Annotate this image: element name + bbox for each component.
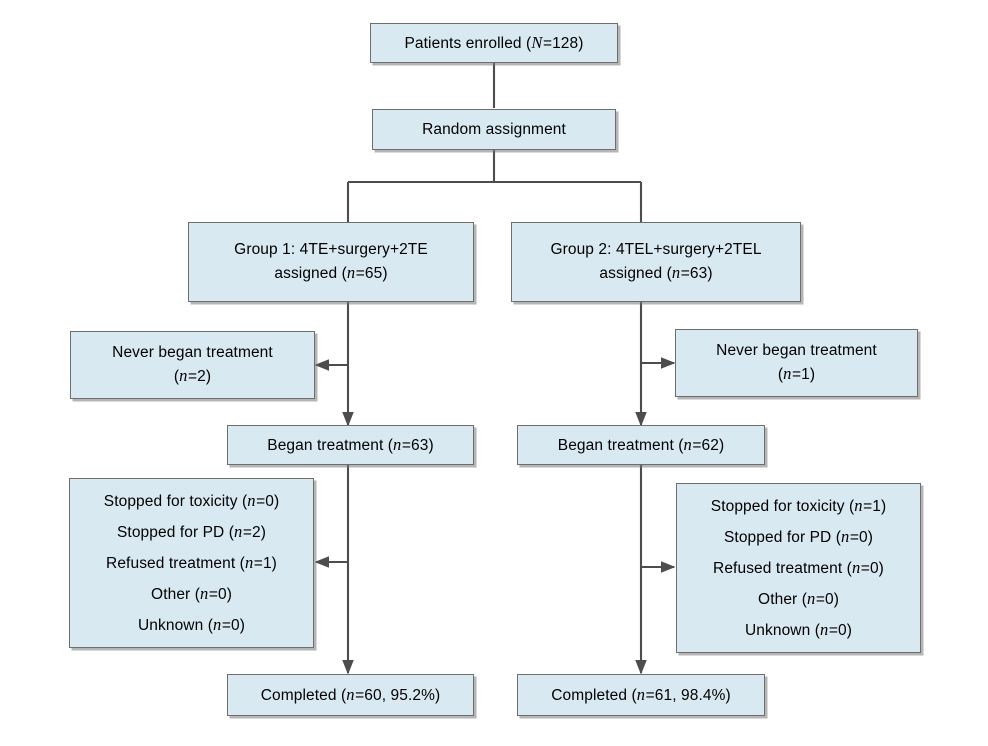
node-line: Never began treatment [716,342,877,359]
node-group1-never-began-treatment: Never began treatment (n=2) [70,331,315,399]
reason-line: Refused treatment (n=0) [713,557,884,577]
node-line: Group 1: 4TE+surgery+2TE [234,241,428,258]
node-line: Began treatment (n=63) [267,435,434,454]
node-group2-began-treatment: Began treatment (n=62) [517,425,765,465]
node-line: assigned (n=65) [274,263,388,282]
reason-line: Unknown (n=0) [745,619,852,639]
node-group2-completed: Completed (n=61, 98.4%) [517,674,765,716]
node-group1-assigned: Group 1: 4TE+surgery+2TE assigned (n=65) [188,222,474,302]
reason-line: Stopped for toxicity (n=0) [103,491,280,511]
node-line: Never began treatment [112,344,273,361]
node-line: Completed (n=60, 95.2%) [260,685,441,704]
node-line: Group 2: 4TEL+surgery+2TEL [550,241,762,258]
node-patients-enrolled: Patients enrolled (N=128) [370,23,618,63]
reason-line: Refused treatment (n=1) [106,552,277,572]
node-line: (n=1) [777,364,816,383]
reason-line: Stopped for PD (n=2) [116,522,267,542]
node-group1-began-treatment: Began treatment (n=63) [227,425,474,465]
node-group2-discontinuation-reasons: Stopped for toxicity (n=1) Stopped for P… [676,483,921,653]
node-line: Completed (n=61, 98.4%) [551,685,731,704]
reason-line: Unknown (n=0) [138,614,245,634]
node-line: Began treatment (n=62) [557,435,725,454]
reason-line: Stopped for PD (n=0) [723,527,874,547]
node-group1-completed: Completed (n=60, 95.2%) [227,674,474,716]
reason-line: Stopped for toxicity (n=1) [710,496,887,516]
node-line: Random assignment [422,120,566,138]
node-line: assigned (n=63) [599,263,713,282]
reason-line: Other (n=0) [151,583,232,603]
node-line: (n=2) [173,366,212,385]
node-random-assignment: Random assignment [372,109,616,150]
node-line: Patients enrolled (N=128) [404,33,584,52]
node-group1-discontinuation-reasons: Stopped for toxicity (n=0) Stopped for P… [69,478,314,648]
reason-line: Other (n=0) [758,588,839,608]
node-group2-never-began-treatment: Never began treatment (n=1) [675,329,918,397]
node-group2-assigned: Group 2: 4TEL+surgery+2TEL assigned (n=6… [511,222,801,302]
